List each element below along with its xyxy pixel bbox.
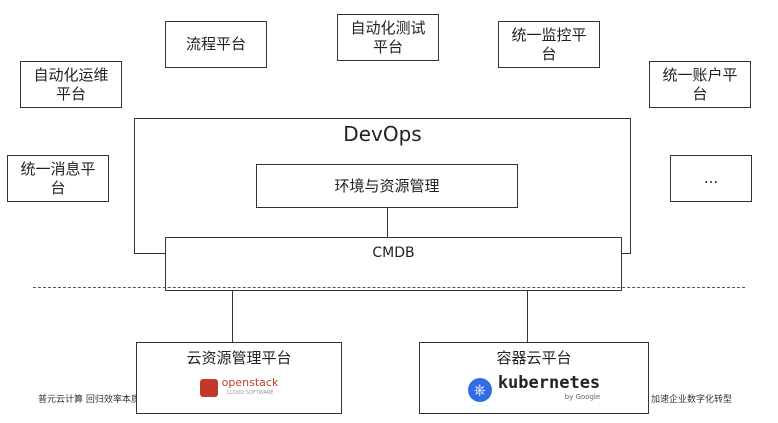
kubernetes-helm-icon: ⎈ <box>467 378 492 402</box>
flow-platform-box: 流程平台 <box>165 21 267 68</box>
test-platform-box: 自动化测试平台 <box>337 14 439 61</box>
footer-left-text: 普元云计算 回归效率本质 <box>38 395 140 405</box>
cloud-platform-box: 云资源管理平台 openstack CLOUD SOFTWARE <box>136 342 342 414</box>
cmdb-box: CMDB <box>165 237 622 291</box>
env-resource-box: 环境与资源管理 <box>256 164 518 208</box>
cloud-platform-title: 云资源管理平台 <box>186 349 292 367</box>
container-platform-title: 容器云平台 <box>496 349 572 367</box>
monitor-platform-box: 统一监控平台 <box>498 21 600 68</box>
account-platform-box: 统一账户平台 <box>649 61 751 108</box>
container-arrow <box>527 291 528 342</box>
kubernetes-logo: ⎈ kubernetes by Google <box>467 373 601 404</box>
openstack-logo: openstack CLOUD SOFTWARE <box>199 376 279 398</box>
openstack-logo-text: openstack <box>221 376 279 389</box>
cloud-arrow <box>232 291 233 342</box>
container-platform-box: 容器云平台 ⎈ kubernetes by Google <box>419 342 649 414</box>
footer-right-text: 加速企业数字化转型 <box>651 395 733 405</box>
env-cmdb-arrow <box>387 208 388 237</box>
kubernetes-logo-text: kubernetes <box>497 373 601 393</box>
ops-platform-box: 自动化运维平台 <box>20 61 122 108</box>
more-platforms-box: ... <box>670 155 752 202</box>
openstack-icon <box>199 379 218 397</box>
openstack-logo-sub: CLOUD SOFTWARE <box>226 390 274 396</box>
divider-line <box>33 287 745 288</box>
message-platform-box: 统一消息平台 <box>7 155 109 202</box>
kubernetes-logo-sub: by Google <box>564 393 601 401</box>
